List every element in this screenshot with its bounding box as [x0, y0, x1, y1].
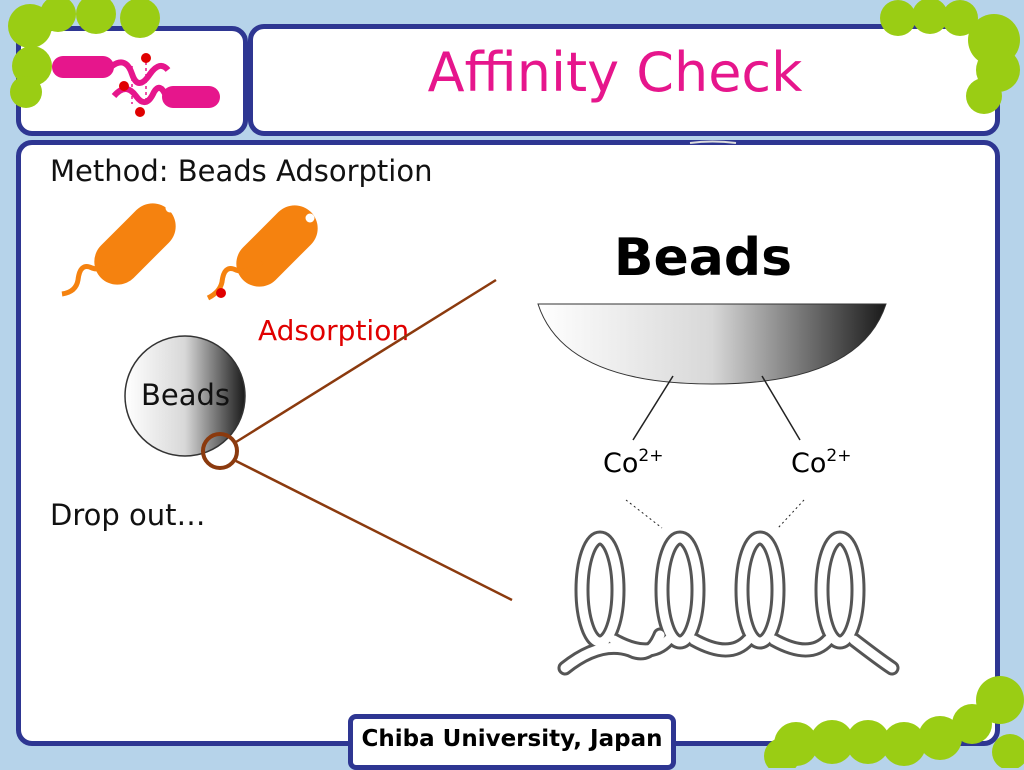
helix-protein-icon — [557, 530, 900, 680]
page-title: Affinity Check — [427, 41, 803, 104]
zoom-indicator — [201, 278, 513, 602]
cobalt-ion-left: Co2+ — [603, 446, 664, 479]
green-blobs-top-left — [8, 0, 160, 108]
adsorption-label: Adsorption — [258, 314, 410, 347]
cobalt-symbol: Co — [791, 448, 827, 479]
cobalt-charge: 2+ — [638, 446, 664, 466]
bead-heading: Beads — [613, 228, 793, 288]
cobalt-ion-right: Co2+ — [791, 446, 852, 479]
bead-surface — [537, 303, 887, 385]
green-blobs-top-right — [880, 0, 1020, 114]
bacterium-icon — [61, 203, 176, 297]
cobalt-symbol: Co — [603, 448, 639, 479]
green-blobs-bottom-right — [764, 676, 1024, 768]
method-label: Method: Beads Adsorption — [50, 154, 433, 188]
cobalt-charge: 2+ — [826, 446, 852, 466]
drop-out-label: Drop out… — [50, 498, 206, 532]
bead-sphere — [124, 335, 246, 457]
bacterium-with-tag-icon — [206, 205, 318, 301]
bead-label: Beads — [141, 378, 231, 412]
footer-affiliation: Chiba University, Japan — [361, 726, 663, 752]
title-panel — [248, 24, 1000, 136]
